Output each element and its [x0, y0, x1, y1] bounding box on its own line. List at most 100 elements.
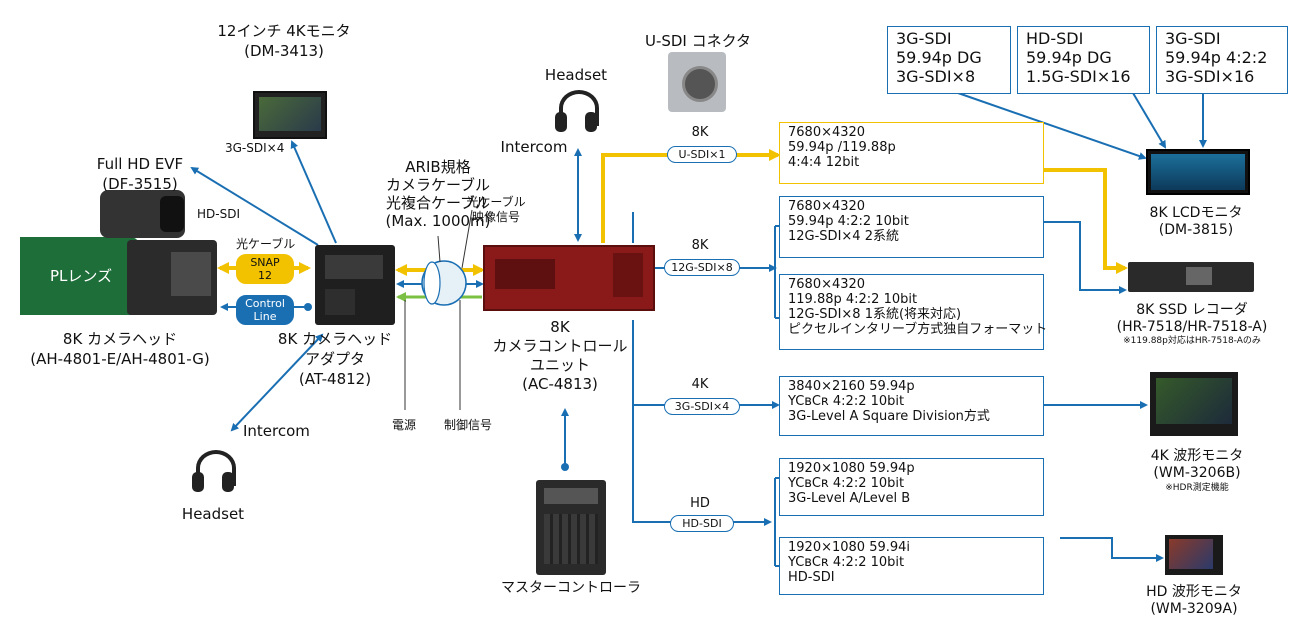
- hd-spec-line: HD-SDI: [788, 570, 835, 585]
- sdi12g-spec-box-1: 7680×4320 59.94p 4:2:2 10bit 12G-SDI×4 2…: [779, 196, 1044, 258]
- hd-spec-line: 1920×1080 59.94p: [788, 461, 915, 476]
- sdi12g-res-label: 8K: [691, 238, 709, 253]
- usdi-spec-line: 4:4:4 12bit: [788, 155, 860, 170]
- intercom-left-label: Intercom: [243, 422, 310, 440]
- top-box-line: 3G-SDI×16: [1165, 67, 1255, 86]
- hd-res-label: HD: [690, 496, 710, 511]
- k4-res-label: 4K: [691, 377, 709, 392]
- arib-line2: カメラケーブル: [385, 176, 491, 194]
- evf-image: [100, 190, 185, 238]
- camera-head-image: [127, 240, 217, 315]
- headset-left-label: Headset: [181, 505, 245, 523]
- ccu-line3: ユニット: [529, 356, 591, 374]
- usdi-connector-image: [668, 52, 726, 112]
- k4-spec-box: 3840×2160 59.94p YCʙCʀ 4:2:2 10bit 3G-Le…: [779, 376, 1044, 436]
- k4-spec-line: 3G-Level A Square Division方式: [788, 409, 990, 424]
- master-controller-image: [536, 480, 606, 575]
- sdi12g-spec-line: 59.94p 4:2:2 10bit: [788, 214, 909, 229]
- arib-line1: ARIB規格: [405, 158, 471, 176]
- camera-head-name: 8K カメラヘッド: [62, 330, 178, 348]
- evf-signal: HD-SDI: [197, 207, 240, 221]
- usdi-spec-line: 7680×4320: [788, 125, 866, 140]
- ssd-recorder-name: 8K SSD レコーダ: [1136, 302, 1248, 318]
- sdi12g-spec-line: 7680×4320: [788, 199, 866, 214]
- usdi-spec-box: 7680×4320 59.94p /119.88p 4:4:4 12bit: [779, 122, 1044, 184]
- ccu-line1: 8K: [550, 318, 570, 336]
- sdi12g-spec-box-2: 7680×4320 119.88p 4:2:2 10bit 12G-SDI×8 …: [779, 274, 1048, 350]
- monitor-12in-model: (DM-3413): [244, 42, 324, 60]
- top-box-line: 3G-SDI: [896, 29, 952, 48]
- hd-spec-line: YCʙCʀ 4:2:2 10bit: [788, 555, 905, 570]
- monitor-12in-image: [253, 91, 327, 139]
- adapter-line2: アダプタ: [304, 350, 366, 368]
- control-line-line2: Line: [253, 310, 277, 323]
- power-label: 電源: [391, 418, 417, 432]
- hd-spec-box-2: 1920×1080 59.94i YCʙCʀ 4:2:2 10bit HD-SD…: [779, 537, 1044, 595]
- top-box-line: 59.94p DG: [1026, 48, 1112, 67]
- fiber-video-line1: 光ケーブル: [466, 195, 526, 209]
- ssd-recorder-note: ※119.88p対応はHR-7518-Aのみ: [1123, 336, 1261, 346]
- ssd-recorder-model: (HR-7518/HR-7518-A): [1116, 319, 1268, 335]
- headset-left-image: [190, 450, 238, 498]
- wfm-hd-image: [1165, 535, 1223, 575]
- ccu-image: [483, 245, 655, 311]
- control-line-line1: Control: [245, 297, 285, 310]
- wfm-hd-name: HD 波形モニタ: [1146, 584, 1242, 600]
- adapter-line1: 8K カメラヘッド: [277, 330, 393, 348]
- sdi12g-spec-line: 12G-SDI×8 1系統(将来対応): [788, 307, 962, 322]
- hd-spec-line: 3G-Level A/Level B: [788, 491, 911, 506]
- snap-pill: SNAP 12: [236, 254, 294, 284]
- wfm-4k-note: ※HDR測定機能: [1165, 483, 1229, 493]
- fiber-cable-label: 光ケーブル: [236, 237, 296, 251]
- sdi12g-spec-line: ピクセルインタリーブ方式独自フォーマット: [788, 322, 1048, 337]
- adapter-image: [315, 245, 395, 325]
- hd-spec-line: 1920×1080 59.94i: [788, 540, 911, 555]
- snap-line1: SNAP: [250, 256, 280, 269]
- k4-spec-line: YCʙCʀ 4:2:2 10bit: [788, 394, 905, 409]
- headset-center-image: [553, 90, 601, 138]
- ssd-recorder-image: [1128, 262, 1254, 292]
- usdi-spec-line: 59.94p /119.88p: [788, 140, 896, 155]
- ccu-model: (AC-4813): [522, 375, 598, 393]
- top-box-line: 3G-SDI: [1165, 29, 1221, 48]
- usdi-pill: U-SDI×1: [667, 146, 737, 163]
- snap-line2: 12: [258, 269, 272, 282]
- arib-line3: 光複合ケーブル: [385, 194, 491, 212]
- camera-head-model: (AH-4801-E/AH-4801-G): [30, 350, 210, 368]
- top-box-line: 3G-SDI×8: [896, 67, 976, 86]
- adapter-model: (AT-4812): [298, 370, 372, 388]
- sdi12g-spec-line: 12G-SDI×4 2系統: [788, 229, 899, 244]
- lcd-8k-image: [1146, 149, 1250, 195]
- lcd-8k-model: (DM-3815): [1158, 222, 1234, 238]
- headset-center-label: Headset: [544, 66, 608, 84]
- intercom-center-label: Intercom: [500, 138, 568, 156]
- control-signal-label: 制御信号: [443, 418, 493, 432]
- sdi12g-pill: 12G-SDI×8: [664, 259, 740, 276]
- top-box-3: 3G-SDI 59.94p 4:2:2 3G-SDI×16: [1156, 26, 1288, 94]
- master-controller-label: マスターコントローラ: [501, 580, 641, 596]
- top-box-2: HD-SDI 59.94p DG 1.5G-SDI×16: [1017, 26, 1150, 94]
- k4-pill: 3G-SDI×4: [664, 398, 740, 415]
- k4-spec-line: 3840×2160 59.94p: [788, 379, 915, 394]
- evf-name: Full HD EVF: [96, 155, 184, 173]
- arib-line4: (Max. 1000m): [385, 212, 491, 230]
- control-line-pill: Control Line: [236, 295, 294, 325]
- hd-spec-line: YCʙCʀ 4:2:2 10bit: [788, 476, 905, 491]
- usdi-res-label: 8K: [691, 125, 709, 140]
- wfm-4k-image: [1150, 372, 1238, 436]
- top-box-line: HD-SDI: [1026, 29, 1084, 48]
- evf-model: (DF-3515): [102, 175, 178, 193]
- monitor-12in-signal: 3G-SDI×4: [225, 141, 285, 155]
- hd-spec-box-1: 1920×1080 59.94p YCʙCʀ 4:2:2 10bit 3G-Le…: [779, 458, 1044, 516]
- top-box-1: 3G-SDI 59.94p DG 3G-SDI×8: [887, 26, 1011, 94]
- wfm-4k-model: (WM-3206B): [1153, 465, 1241, 481]
- pl-lens-block: PLレンズ: [20, 237, 140, 315]
- wfm-4k-name: 4K 波形モニタ: [1150, 448, 1244, 464]
- top-box-line: 59.94p 4:2:2: [1165, 48, 1268, 67]
- fiber-video-line2: 映像信号: [471, 210, 521, 224]
- top-box-line: 59.94p DG: [896, 48, 982, 67]
- monitor-12in-name: 12インチ 4Kモニタ: [217, 22, 351, 40]
- usdi-connector-label: U-SDI コネクタ: [644, 32, 752, 50]
